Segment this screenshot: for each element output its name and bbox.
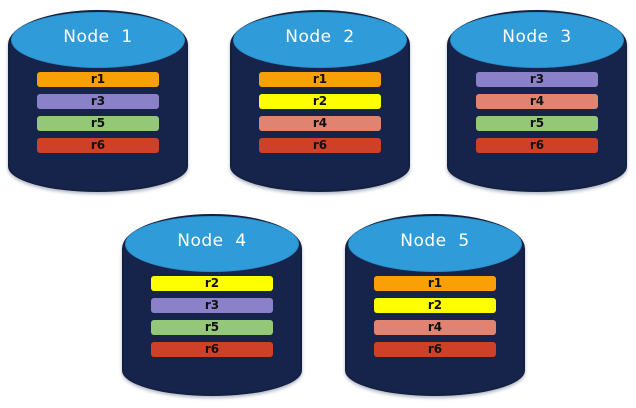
node-5-cylinder[interactable]: Node 5 r1 r2 r4 r6 <box>345 214 525 396</box>
replica-bar[interactable]: r3 <box>37 94 159 109</box>
replica-bar[interactable]: r6 <box>151 342 273 357</box>
replica-bar[interactable]: r1 <box>259 72 381 87</box>
replica-bar[interactable]: r5 <box>476 116 598 131</box>
replica-bar[interactable]: r4 <box>374 320 496 335</box>
replica-bar[interactable]: r4 <box>259 116 381 131</box>
cylinder-top-ellipse <box>125 216 299 272</box>
replica-bar[interactable]: r3 <box>476 72 598 87</box>
replica-bar[interactable]: r5 <box>37 116 159 131</box>
node-label: Node 5 <box>400 231 470 251</box>
replica-bar[interactable]: r1 <box>37 72 159 87</box>
node-2-cylinder[interactable]: Node 2 r1 r2 r4 r6 <box>230 10 410 192</box>
cylinder-top-ellipse <box>11 12 185 68</box>
replica-bar[interactable]: r2 <box>259 94 381 109</box>
node-1-cylinder[interactable]: Node 1 r1 r3 r5 r6 <box>8 10 188 192</box>
cylinder-top-ellipse <box>233 12 407 68</box>
node-4-cylinder[interactable]: Node 4 r2 r3 r5 r6 <box>122 214 302 396</box>
node-label: Node 4 <box>177 231 247 251</box>
replica-bar[interactable]: r6 <box>476 138 598 153</box>
replica-list: r1 r2 r4 r6 <box>230 72 410 153</box>
replica-bar[interactable]: r2 <box>151 276 273 291</box>
replica-list: r1 r3 r5 r6 <box>8 72 188 153</box>
node-label: Node 3 <box>502 27 572 47</box>
replica-bar[interactable]: r6 <box>374 342 496 357</box>
replica-list: r2 r3 r5 r6 <box>122 276 302 357</box>
cylinder-top-ellipse <box>450 12 624 68</box>
cylinder-top-ellipse <box>348 216 522 272</box>
node-label: Node 2 <box>285 27 355 47</box>
replica-bar[interactable]: r4 <box>476 94 598 109</box>
replica-bar[interactable]: r1 <box>374 276 496 291</box>
node-3-cylinder[interactable]: Node 3 r3 r4 r5 r6 <box>447 10 627 192</box>
replica-bar[interactable]: r2 <box>374 298 496 313</box>
replica-bar[interactable]: r6 <box>37 138 159 153</box>
replica-bar[interactable]: r5 <box>151 320 273 335</box>
node-label: Node 1 <box>63 27 133 47</box>
replica-list: r1 r2 r4 r6 <box>345 276 525 357</box>
replica-bar[interactable]: r6 <box>259 138 381 153</box>
replica-list: r3 r4 r5 r6 <box>447 72 627 153</box>
replica-bar[interactable]: r3 <box>151 298 273 313</box>
